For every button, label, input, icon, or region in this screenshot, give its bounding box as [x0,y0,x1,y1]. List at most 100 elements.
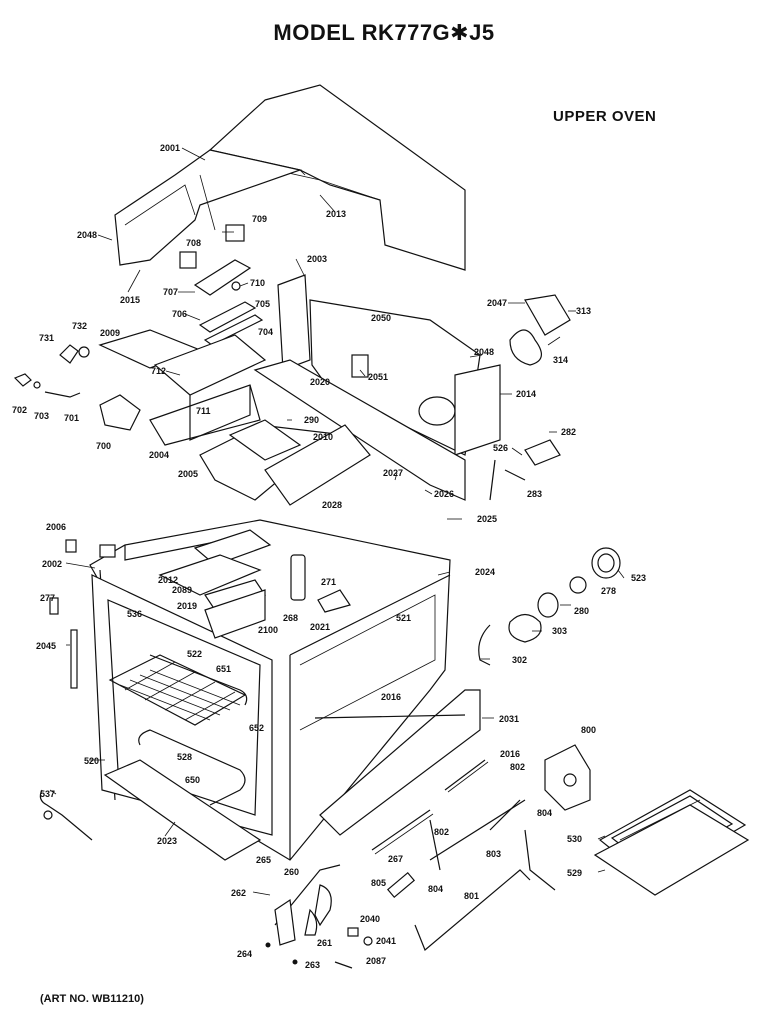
label-2051: 2051 [368,372,388,382]
label-526: 526 [493,443,508,453]
label-2004: 2004 [149,450,169,460]
label-262: 262 [231,888,246,898]
label-528: 528 [177,752,192,762]
oven-top-frame [199,359,466,506]
label-267: 267 [388,854,403,864]
label-2045: 2045 [36,641,56,651]
label-2016a: 2016 [381,692,401,702]
label-2009: 2009 [100,328,120,338]
label-280: 280 [574,606,589,616]
label-731: 731 [39,333,54,343]
label-271: 271 [321,577,336,587]
side-rail-2031 [314,689,489,836]
label-260: 260 [284,867,299,877]
label-2048: 2048 [77,230,97,240]
label-709: 709 [252,214,267,224]
label-2019: 2019 [177,601,197,611]
section-label: UPPER OVEN [553,108,657,125]
rod-parts [334,799,556,969]
label-283: 283 [527,489,542,499]
label-264: 264 [237,949,252,959]
sensor-parts [489,439,561,501]
label-2024: 2024 [475,567,495,577]
label-708: 708 [186,238,201,248]
label-804b: 804 [428,884,443,894]
label-2025: 2025 [477,514,497,524]
label-803: 803 [486,849,501,859]
label-2002: 2002 [42,559,62,569]
label-805: 805 [371,878,386,888]
heating-elements [138,654,248,806]
label-263: 263 [305,960,320,970]
label-2041: 2041 [376,936,396,946]
label-732: 732 [72,321,87,331]
left-small-parts [13,344,141,431]
interior-items [158,529,351,639]
label-703: 703 [34,411,49,421]
label-265: 265 [256,855,271,865]
label-2020: 2020 [310,377,330,387]
label-2016b: 2016 [500,749,520,759]
label-711: 711 [196,406,211,416]
rear-panel-2050 [309,299,481,456]
label-536: 536 [127,609,142,619]
label-704: 704 [258,327,273,337]
left-side-parts [49,539,116,689]
label-313: 313 [576,306,591,316]
broiler-pan [593,789,750,896]
label-651: 651 [216,664,231,674]
switch-parts [179,224,264,346]
label-2089: 2089 [172,585,192,595]
label-801: 801 [464,891,479,901]
label-521: 521 [396,613,411,623]
label-2015: 2015 [120,295,140,305]
label-705: 705 [255,299,270,309]
label-712: 712 [151,366,166,376]
label-2023: 2023 [157,836,177,846]
label-800: 800 [581,725,596,735]
label-303: 303 [552,626,567,636]
leader-lines [49,147,625,896]
model-title: MODEL RK777G✱J5 [273,20,495,45]
label-802a: 802 [510,762,525,772]
label-2027: 2027 [383,468,403,478]
label-804a: 804 [537,808,552,818]
label-522: 522 [187,649,202,659]
label-2031: 2031 [499,714,519,724]
side-bracket-2001 [114,149,303,266]
oven-body [89,519,451,861]
label-2050: 2050 [371,313,391,323]
label-530: 530 [567,834,582,844]
label-701: 701 [64,413,79,423]
label-2012: 2012 [158,575,178,585]
label-278: 278 [601,586,616,596]
label-2040: 2040 [360,914,380,924]
label-537: 537 [40,789,55,799]
probe-537 [39,789,93,841]
door-latch-parts [265,864,341,965]
label-2006: 2006 [46,522,66,532]
label-2100: 2100 [258,625,278,635]
fan-assembly [509,294,571,366]
label-2014: 2014 [516,389,536,399]
label-277: 277 [40,593,55,603]
label-802b: 802 [434,827,449,837]
label-2048b: 2048 [474,347,494,357]
label-2087: 2087 [366,956,386,966]
bottom-panel-2023 [103,759,262,861]
label-2047: 2047 [487,298,507,308]
label-702: 702 [12,405,27,415]
part-labels: 2001 2048 2015 2013 709 708 710 707 705 … [12,143,646,970]
side-panel-2014 [277,274,501,456]
switch-box-800 [544,744,591,811]
label-261: 261 [317,938,332,948]
label-282: 282 [561,427,576,437]
label-290: 290 [304,415,319,425]
label-523: 523 [631,573,646,583]
label-2028: 2028 [322,500,342,510]
label-707: 707 [163,287,178,297]
label-650: 650 [185,775,200,785]
label-314: 314 [553,355,568,365]
label-529: 529 [567,868,582,878]
